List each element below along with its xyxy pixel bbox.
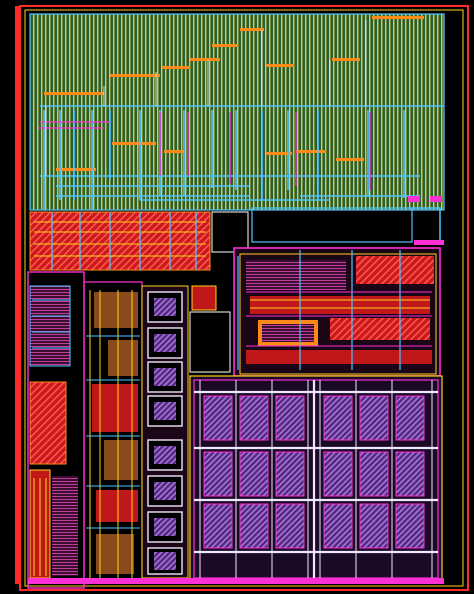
- grid-cell: [395, 503, 425, 549]
- grid-cell: [323, 503, 353, 549]
- mid-red-band: [29, 207, 444, 271]
- bottom-bus: [28, 578, 444, 584]
- grid-cell: [239, 503, 269, 549]
- grid-cell: [203, 503, 233, 549]
- grid-cell: [323, 395, 353, 441]
- grid-cell: [359, 395, 389, 441]
- die-outline-inner: [24, 9, 464, 587]
- left-transistor-array: [83, 281, 143, 583]
- die-outline-left-rail: [15, 6, 19, 584]
- grid-cell: [275, 451, 305, 497]
- grid-cell: [239, 451, 269, 497]
- grid-cell: [203, 395, 233, 441]
- top-logic-array: [29, 13, 445, 211]
- grid-cell: [275, 395, 305, 441]
- large-grid-array: [189, 375, 443, 583]
- grid-cell: [395, 451, 425, 497]
- grid-cell: [239, 395, 269, 441]
- grid-cell: [359, 503, 389, 549]
- grid-cell: [275, 503, 305, 549]
- cap-bank-column: [141, 285, 189, 579]
- grid-cell: [395, 395, 425, 441]
- grid-cell: [323, 451, 353, 497]
- grid-cell: [359, 451, 389, 497]
- center-black-gap: [189, 311, 231, 373]
- center-small-cell: [191, 285, 217, 311]
- grid-cell: [203, 451, 233, 497]
- die-outline-outer: [19, 5, 469, 591]
- right-analog-block: [233, 247, 441, 377]
